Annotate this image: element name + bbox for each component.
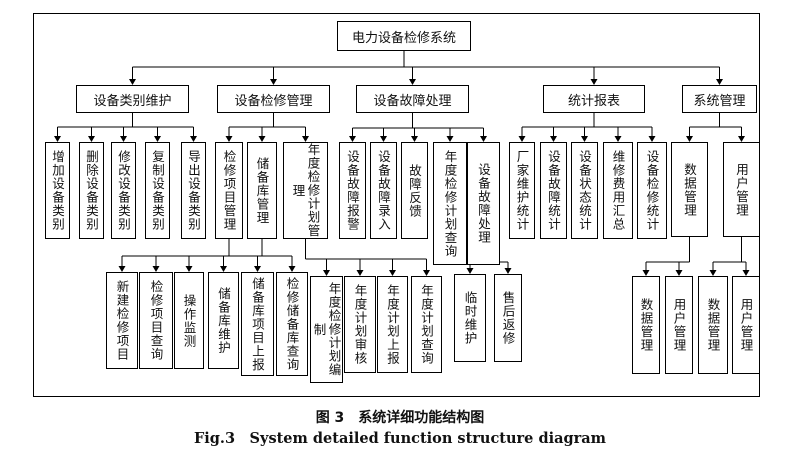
function-node: 修改设备类别 <box>111 142 136 239</box>
arrow-head <box>411 136 418 142</box>
arrow-head <box>185 266 193 272</box>
subfunction-node: 售后返修 <box>494 274 522 362</box>
function-node: 故障反馈 <box>401 142 428 239</box>
arrow-head <box>709 270 717 276</box>
arrow-head <box>675 270 683 276</box>
function-node: 用户管理 <box>723 142 760 237</box>
function-node: 维修费用汇总 <box>603 142 633 239</box>
subfunction-node: 储备库维护 <box>208 272 239 369</box>
arrow-head <box>349 136 356 142</box>
arrow-head <box>518 136 526 142</box>
category-node: 设备类别维护 <box>76 85 189 113</box>
arrow-head <box>302 136 309 142</box>
arrow-head <box>54 136 61 142</box>
function-node: 检修项目管理 <box>215 142 243 239</box>
arrow-head <box>120 136 127 142</box>
function-node: 厂家维护统计 <box>509 142 535 239</box>
arrow-head <box>323 270 330 276</box>
arrow-head <box>648 136 656 142</box>
arrow-head <box>590 79 598 85</box>
arrow-head <box>742 270 750 276</box>
subfunction-node: 年度检修计划编制 <box>310 276 343 383</box>
caption-english: Fig.3 System detailed function structure… <box>193 430 607 447</box>
function-node: 设备故障录入 <box>370 142 397 239</box>
function-node: 删除设备类别 <box>79 142 104 239</box>
subfunction-node: 数据管理 <box>698 276 728 374</box>
function-node: 设备故障报警 <box>339 142 366 239</box>
category-node: 设备故障处理 <box>356 85 469 113</box>
subfunction-node: 年度计划审核 <box>344 276 376 373</box>
caption-chinese: 图 3 系统详细功能结构图 <box>315 410 485 426</box>
root-node: 电力设备检修系统 <box>337 21 471 51</box>
arrow-head <box>642 270 650 276</box>
arrow-head <box>225 136 233 142</box>
arrow-head <box>504 268 512 274</box>
arrow-head <box>716 79 723 85</box>
arrow-head <box>446 136 454 142</box>
arrow-head <box>254 266 261 272</box>
subfunction-node: 用户管理 <box>732 276 760 374</box>
category-node: 系统管理 <box>682 85 757 113</box>
arrow-head <box>380 136 387 142</box>
subfunction-node: 储备库项目上报 <box>241 272 274 376</box>
function-node: 数据管理 <box>671 142 708 237</box>
arrow-head <box>409 79 416 85</box>
function-node: 设备故障统计 <box>540 142 567 239</box>
arrow-head <box>550 136 557 142</box>
function-node: 年度检修计划查询 <box>433 142 467 265</box>
arrow-head <box>118 266 126 272</box>
function-node: 设备状态统计 <box>571 142 598 239</box>
subfunction-node: 年度计划查询 <box>411 276 442 373</box>
arrow-head <box>190 136 197 142</box>
function-node: 导出设备类别 <box>181 142 206 239</box>
arrow-head <box>88 136 95 142</box>
arrow-head <box>288 266 296 272</box>
subfunction-node: 操作监测 <box>174 272 204 369</box>
arrow-head <box>466 268 474 274</box>
subfunction-node: 用户管理 <box>665 276 693 374</box>
arrow-head <box>270 79 277 85</box>
function-node: 年度检修计划管理 <box>283 142 328 239</box>
arrow-head <box>389 270 396 276</box>
arrow-head <box>154 136 161 142</box>
arrow-head <box>738 136 745 142</box>
arrow-head <box>152 266 160 272</box>
subfunction-node: 数据管理 <box>632 276 660 374</box>
arrow-head <box>258 136 266 142</box>
arrow-head <box>480 136 487 142</box>
function-node: 增加设备类别 <box>45 142 70 239</box>
function-node: 设备检修统计 <box>637 142 667 239</box>
function-node: 复制设备类别 <box>145 142 170 239</box>
subfunction-node: 临时维护 <box>454 274 486 362</box>
arrow-head <box>686 136 693 142</box>
arrow-head <box>614 136 622 142</box>
arrow-head <box>423 270 430 276</box>
arrow-head <box>129 79 136 85</box>
arrow-head <box>356 270 364 276</box>
function-node: 设备故障处理 <box>467 142 500 265</box>
arrow-head <box>581 136 588 142</box>
subfunction-node: 检修储备库查询 <box>276 272 308 376</box>
subfunction-node: 新建检修项目 <box>106 272 138 369</box>
subfunction-node: 年度计划上报 <box>377 276 408 373</box>
arrow-head <box>220 266 227 272</box>
subfunction-node: 检修项目查询 <box>139 272 173 369</box>
function-node: 储备库管理 <box>247 142 277 239</box>
category-node: 设备检修管理 <box>217 85 330 113</box>
category-node: 统计报表 <box>543 85 645 113</box>
